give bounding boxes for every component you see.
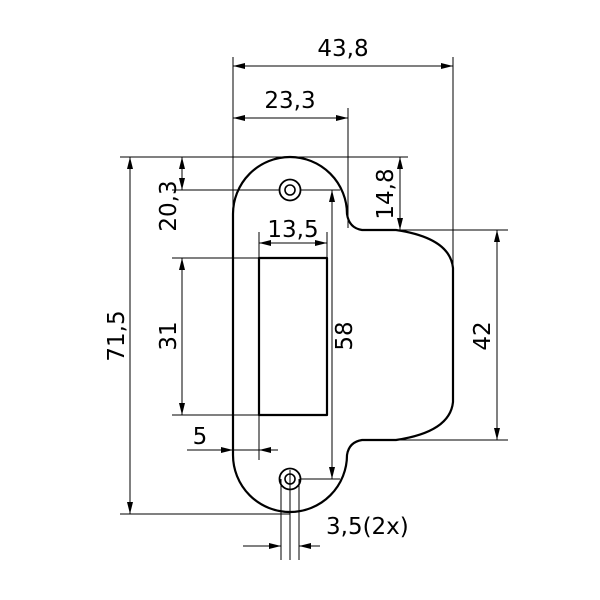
latch-slot [257, 256, 329, 417]
dim-edge-to-slot: 5 [193, 424, 208, 450]
extension-lines [120, 57, 508, 560]
dim-overall-width: 43,8 [317, 36, 368, 62]
dim-top-to-screw-center: 20,3 [156, 180, 182, 231]
dim-slot-width: 13,5 [267, 217, 318, 243]
dim-slot-height: 31 [156, 321, 182, 350]
dim-screw-hole-diameter: 3,5(2x) [326, 514, 409, 540]
dim-plate-height: 71,5 [104, 310, 130, 361]
dim-center-to-lip-edge: 23,3 [264, 88, 315, 114]
dim-top-to-lip: 14,8 [373, 168, 399, 219]
dimension-lines [127, 63, 500, 549]
dim-screw-spacing: 58 [332, 321, 358, 350]
screw-hole-top [278, 178, 302, 202]
dim-lip-height: 42 [470, 321, 496, 350]
dimension-labels: 43,8 23,3 13,5 5 3,5(2x) 71,5 20,3 31 14… [104, 36, 496, 540]
